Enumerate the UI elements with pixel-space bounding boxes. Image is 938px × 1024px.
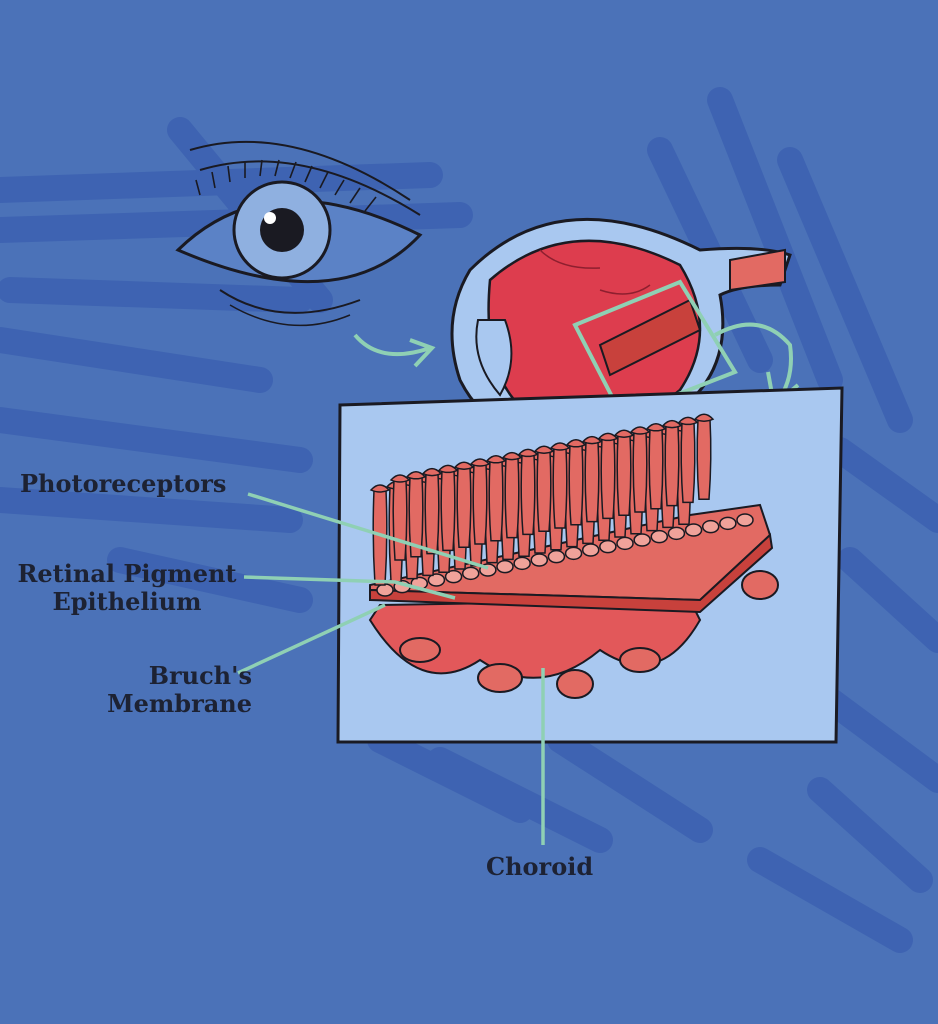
arrowhead-eye-to-globe: [409, 338, 436, 368]
rpe-cell: [444, 569, 463, 584]
rpe-cell: [530, 553, 549, 567]
rpe-cell: [701, 519, 720, 534]
rpe-cell: [513, 556, 531, 571]
rpe-cell: [496, 559, 514, 574]
photoreceptor-tip: [369, 484, 391, 493]
photoreceptor-tip: [613, 429, 635, 438]
photoreceptor-tip: [661, 419, 683, 429]
label-rpe-line1: Retinal Pigment: [17, 559, 237, 588]
photoreceptor-tip: [485, 455, 507, 464]
rpe-cell: [684, 523, 703, 537]
photoreceptor-cell: [616, 434, 632, 516]
label-bruchs-line1: Bruch's: [148, 661, 252, 690]
photoreceptor-tip: [501, 451, 523, 461]
label-bruchs-membrane: Bruch's Membrane: [100, 662, 252, 718]
photoreceptor-tip: [693, 413, 715, 422]
photoreceptor-cell: [648, 428, 664, 510]
label-bruchs-line2: Membrane: [107, 689, 252, 718]
rpe-cells: [376, 513, 754, 597]
arrow-eye-to-globe: [353, 333, 431, 357]
label-photoreceptors-text: Photoreceptors: [20, 469, 227, 498]
photoreceptor-cell: [632, 431, 648, 513]
photoreceptor-tip: [549, 442, 571, 451]
photoreceptor-cell: [520, 453, 536, 536]
label-rpe-line2: Epithelium: [52, 587, 202, 616]
rpe-cell: [547, 549, 566, 564]
eye-illustration: [175, 140, 423, 327]
rpe-cell: [719, 516, 737, 531]
photoreceptor-tip: [565, 439, 587, 448]
photoreceptor-tip: [517, 448, 539, 458]
photoreceptor-tip: [421, 467, 443, 477]
photoreceptor-cell: [600, 437, 616, 520]
photoreceptor-cell: [696, 418, 712, 500]
rpe-cell: [581, 543, 600, 557]
rpe-cell: [633, 533, 651, 547]
leader-rpe: [243, 575, 456, 600]
rpe-cell: [667, 526, 686, 541]
photoreceptor-tip: [629, 426, 651, 435]
label-retinal-pigment-epithelium: Retinal Pigment Epithelium: [16, 560, 238, 616]
leader-photoreceptors: [247, 492, 489, 570]
photoreceptor-tip: [469, 458, 491, 467]
photoreceptor-tip: [389, 474, 411, 483]
rpe-cell: [736, 513, 754, 527]
photoreceptor-cell: [680, 421, 696, 504]
photoreceptor-tip: [581, 435, 603, 445]
photoreceptor-cell: [392, 479, 408, 561]
photoreceptor-tip: [597, 432, 619, 442]
photoreceptor-tip: [533, 445, 555, 454]
photoreceptor-cell: [504, 456, 520, 539]
label-choroid-text: Choroid: [486, 852, 594, 881]
photoreceptor-cell: [584, 440, 600, 523]
photoreceptor-cell: [536, 450, 552, 532]
photoreceptor-tip: [645, 423, 667, 432]
rpe-cell: [564, 546, 583, 561]
rpe-cell: [427, 573, 446, 587]
rpe-cell: [650, 529, 669, 544]
photoreceptor-cell: [488, 460, 504, 542]
photoreceptor-cell: [664, 424, 680, 507]
photoreceptor-cell: [456, 466, 472, 548]
eyeball-cross-section: [450, 217, 792, 446]
label-photoreceptors: Photoreceptors: [20, 470, 226, 498]
photoreceptor-tip: [405, 471, 427, 480]
rpe-cell: [461, 566, 480, 581]
photoreceptor-tip: [453, 461, 475, 470]
background-brush-strokes: [0, 87, 938, 953]
label-choroid: Choroid: [486, 853, 593, 881]
arrow-globe-to-panel: [714, 322, 793, 407]
rpe-cell: [376, 583, 394, 597]
photoreceptor-cell: [424, 472, 440, 555]
choroid-layer: [368, 570, 779, 699]
photoreceptor-tip: [677, 416, 699, 426]
rpe-cell: [616, 536, 634, 551]
rpe-cell: [599, 539, 617, 554]
photoreceptor-cell: [552, 447, 568, 529]
photoreceptor-cell: [472, 463, 488, 545]
photoreceptor-cell: [568, 444, 584, 526]
photoreceptor-cell: [440, 469, 456, 552]
leader-lines: [237, 492, 545, 845]
photoreceptor-tip: [437, 464, 459, 474]
leader-bruchs: [237, 603, 386, 675]
photoreceptor-cells: [369, 413, 715, 586]
